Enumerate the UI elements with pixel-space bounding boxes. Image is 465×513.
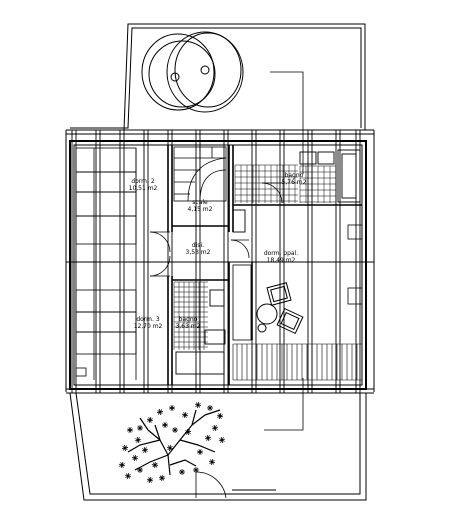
plan-line [162,423,168,427]
plan-line [132,456,138,460]
round-table-icon [256,303,278,333]
room-area: 4,15 m2 [187,206,213,213]
bathroom-fixtures-lower [175,289,226,375]
partitions [167,145,362,385]
outer-walls [65,130,375,392]
plan-line [195,403,201,407]
plan-line [193,467,199,473]
room-name: bagno [178,316,198,323]
lower-terrace [69,392,367,501]
stair-icon [173,146,227,202]
deck [232,343,363,381]
plan-line [179,469,185,475]
upper-terrace [66,23,366,131]
beds-dorm2 [75,147,137,262]
bathroom-tiles-upper [234,164,337,203]
plan-line [219,438,225,442]
plan-line [119,463,125,467]
plan-line [212,426,218,430]
room-area: 18,49 m2 [266,257,296,264]
room-name: dorm. 2 [131,178,155,185]
room-label-dorm3: dorm. 3 12,70 m2 [134,316,163,330]
room-area: 3,63 m2 [175,323,201,330]
plan-line [156,411,164,413]
room-name: scale [192,199,208,206]
room-name: disi. [191,242,205,249]
plan-line [147,418,153,422]
plan-line [159,475,165,481]
room-area: 3,53 m2 [185,249,211,256]
room-label-dorm2: dorm. 2 10,51 m2 [129,178,158,192]
tree-canopy-icon [141,31,244,113]
room-name: dorm. 3 [136,316,160,323]
room-area: 12,70 m2 [133,323,163,330]
plan-line [167,446,173,450]
room-label-bagno: bagno 5,76 m2 [282,172,307,186]
plan-line [217,414,223,418]
plan-line [172,427,178,433]
room-name: bagno [284,172,304,179]
plan-line [142,448,148,452]
plan-line [205,436,211,440]
wardrobe [232,224,363,341]
bathroom-tiles-lower [173,281,208,350]
plan-line [207,405,213,411]
room-label-scale: scale 4,15 m2 [188,199,213,213]
plan-line [135,438,141,442]
leader-line [264,378,304,431]
room-label-disimpegno: disi. 3,53 m2 [186,242,211,256]
beds-dorm3 [75,262,137,380]
room-label-bagno2: bagno 3,63 m2 [176,316,201,330]
plan-line [169,406,175,410]
plan-line [197,450,203,454]
plan-line [184,431,192,433]
plan-line [137,467,143,473]
room-label-dorm-ppal: dorm. ppal. 18,49 m2 [264,250,298,264]
room-name: dorm. ppal. [263,250,299,257]
plan-line [127,428,133,432]
plan-line [147,478,153,482]
plan-line [209,460,215,464]
room-area: 10,51 m2 [128,185,158,192]
roof-beams [66,129,374,394]
leader-line [270,71,304,174]
plan-line [125,474,131,478]
tree-icon [119,401,225,483]
plan-line [182,413,188,417]
plan-line [137,425,143,431]
armchair-icon [266,282,304,335]
plan-line [121,447,129,449]
bathroom-fixtures-upper [232,149,361,233]
plan-line [152,462,158,468]
room-area: 5,76 m2 [281,179,307,186]
